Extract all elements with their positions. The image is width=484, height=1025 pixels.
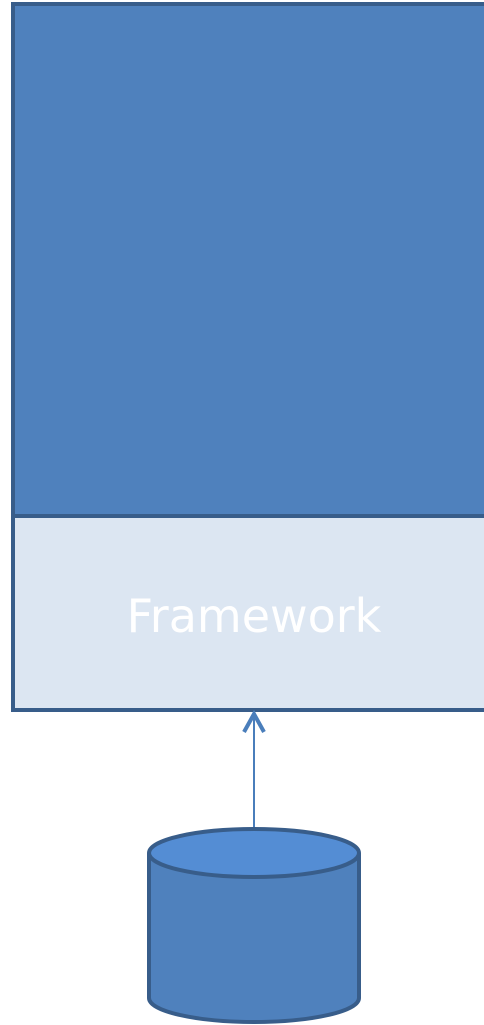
top-layer-block — [11, 2, 484, 518]
database-body — [147, 853, 361, 1024]
database-top — [147, 827, 361, 879]
arrowhead-icon — [242, 709, 266, 733]
framework-layer-block — [11, 514, 484, 712]
database-icon — [147, 827, 361, 1024]
framework-label: Framework — [127, 589, 382, 643]
